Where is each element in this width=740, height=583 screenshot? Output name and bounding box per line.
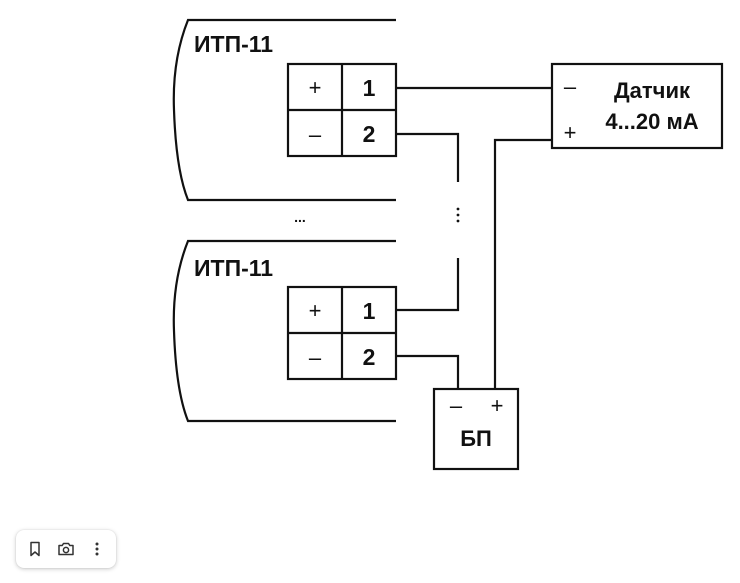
- camera-icon: [58, 542, 74, 556]
- sensor-minus-label: –: [564, 74, 577, 99]
- wire-bus-to-m2-pin1: [396, 258, 460, 312]
- bookmark-button[interactable]: [22, 536, 48, 562]
- more-options-button[interactable]: [84, 536, 110, 562]
- wire-sensor-plus-to-psu-plus: [493, 138, 552, 389]
- power-supply: – + БП: [432, 387, 520, 471]
- module-2-pin-1-polarity: +: [309, 298, 322, 323]
- sensor-range: 4...20 мА: [605, 109, 698, 134]
- image-toolbar: [16, 530, 116, 568]
- module-2-pin-2-polarity: –: [309, 345, 322, 370]
- module-1-pin-1-number: 1: [363, 75, 376, 101]
- module-1-pin-2-polarity: –: [309, 122, 322, 147]
- module-1-title: ИТП-11: [194, 31, 273, 57]
- modules-ellipsis: ...: [294, 209, 306, 225]
- power-supply-plus-label: +: [491, 393, 504, 418]
- bookmark-icon: [30, 541, 41, 557]
- module-1-pin-1-polarity: +: [309, 75, 322, 100]
- module-2-frame: [172, 239, 396, 423]
- more-vertical-icon: [95, 542, 99, 556]
- sensor-plus-label: +: [564, 120, 577, 145]
- bus-break-dots: [456, 207, 460, 223]
- module-2: ИТП-11 + 1 – 2: [172, 239, 398, 423]
- wires: [396, 86, 552, 389]
- power-supply-label: БП: [460, 426, 492, 451]
- module-2-pin-1-number: 1: [363, 298, 376, 324]
- sensor: – + Датчик 4...20 мА: [550, 62, 724, 150]
- sensor-name: Датчик: [614, 78, 691, 103]
- wiring-diagram: ИТП-11 + 1 – 2 ... ИТП-11 + 1 – 2 – + Да…: [172, 18, 724, 471]
- module-1-terminal-block: [286, 62, 398, 158]
- module-1-frame: [172, 18, 396, 202]
- module-1-pin-2-number: 2: [363, 121, 376, 147]
- power-supply-minus-label: –: [450, 393, 463, 418]
- module-2-pin-2-number: 2: [363, 344, 376, 370]
- screenshot-button[interactable]: [53, 536, 79, 562]
- wire-m2-pin2-to-psu-minus: [396, 354, 460, 389]
- module-1: ИТП-11 + 1 – 2: [172, 18, 398, 202]
- sensor-box: [550, 62, 724, 150]
- wire-m1-pin2-bus: [396, 132, 460, 182]
- module-2-title: ИТП-11: [194, 255, 273, 281]
- module-2-terminal-block: [286, 285, 398, 381]
- power-supply-box: [432, 387, 520, 471]
